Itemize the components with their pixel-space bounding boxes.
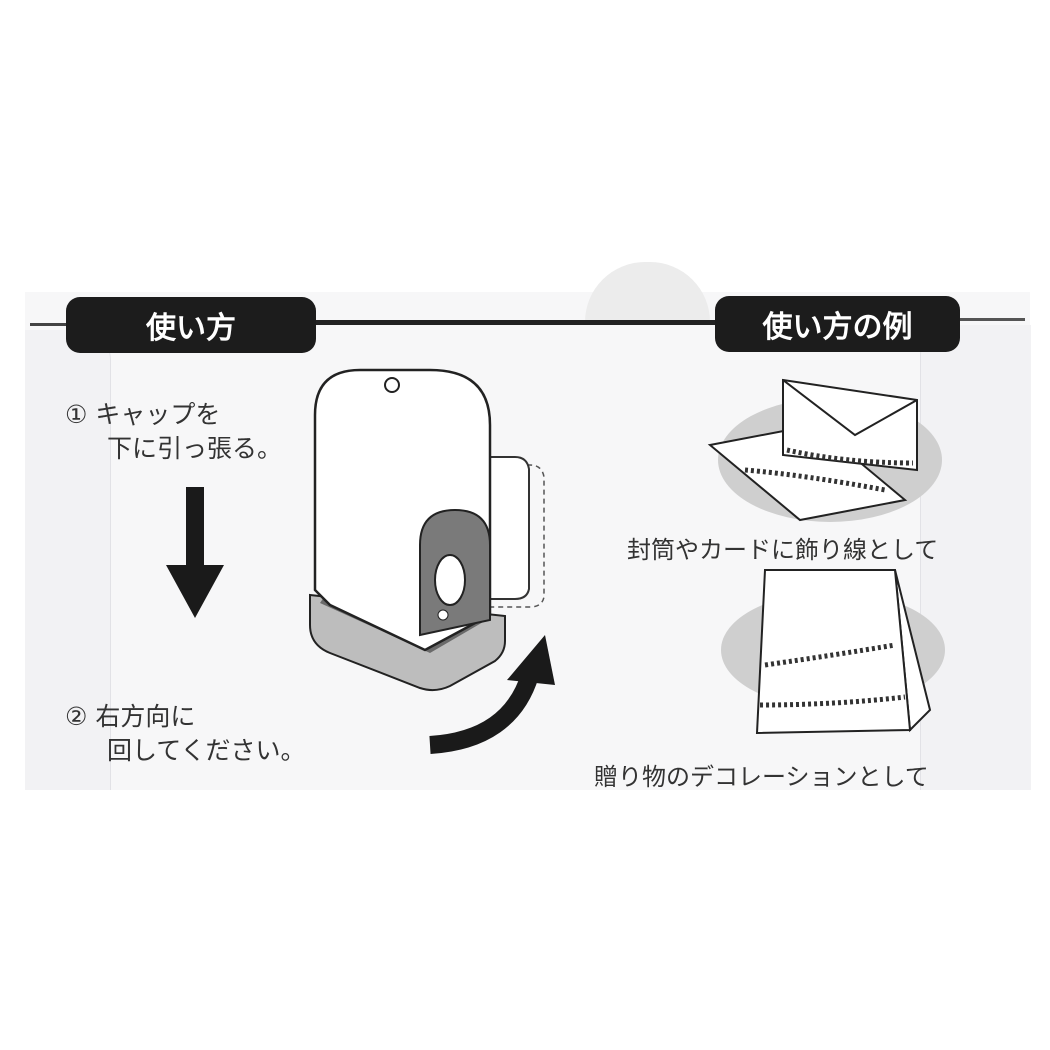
hang-tab	[585, 262, 710, 322]
down-arrow-icon	[166, 487, 224, 618]
step-2: ② 右方向に 回してください。	[65, 700, 306, 768]
usage-examples-header: 使い方の例	[715, 296, 960, 352]
edge-line-left	[30, 323, 90, 326]
gift-card-illustration	[721, 569, 945, 735]
step-text: 右方向に	[95, 702, 196, 731]
blister-edge-left	[25, 330, 111, 790]
envelope-card-illustration	[707, 378, 942, 522]
header-divider	[300, 320, 730, 325]
curved-arrow-icon	[429, 635, 555, 754]
step-number: ②	[65, 702, 88, 731]
step-1: ① キャップを 下に引っ張る。	[65, 398, 282, 466]
blister-edge-right	[920, 325, 1031, 790]
step-text: 回してください。	[107, 736, 306, 765]
stamp-illustration	[309, 368, 545, 692]
edge-line-right	[955, 318, 1025, 321]
example-caption: 贈り物のデコレーションとして	[594, 763, 929, 791]
step-number: ①	[65, 400, 88, 429]
how-to-use-header: 使い方	[66, 297, 316, 353]
step-text: キャップを	[95, 400, 221, 429]
step-text: 下に引っ張る。	[107, 434, 283, 463]
example-caption: 封筒やカードに飾り線として	[627, 536, 939, 564]
